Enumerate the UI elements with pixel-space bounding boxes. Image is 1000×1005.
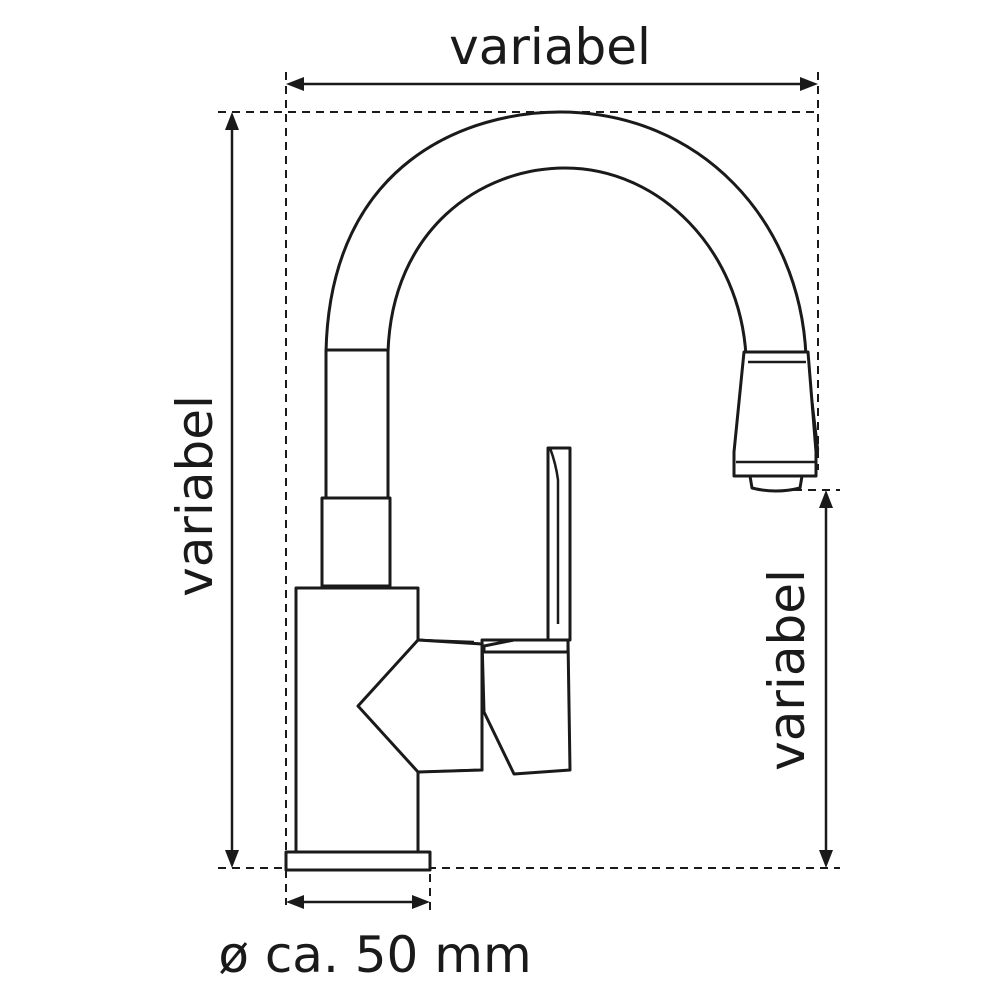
spout-collar	[320, 496, 392, 588]
top-width-dimension: variabel	[286, 18, 818, 91]
lever-base-cap	[482, 638, 570, 654]
base-diameter-dimension: ø ca. 50 mm	[218, 895, 532, 984]
left-height-dimension: variabel	[166, 112, 239, 868]
spout-outer-edge	[324, 110, 808, 358]
aerator-tip	[748, 474, 804, 493]
lever-housing	[480, 638, 572, 776]
base-plate	[284, 850, 432, 872]
spout-inner-edge	[386, 166, 748, 358]
faucet-outline	[284, 110, 820, 872]
base-diameter-label: ø ca. 50 mm	[218, 926, 531, 984]
aerator-head	[732, 350, 818, 478]
spout-height-dimension: variabel	[758, 490, 833, 868]
spout-neck	[324, 348, 390, 500]
spout-height-label: variabel	[758, 569, 816, 771]
top-width-label: variabel	[449, 18, 651, 76]
left-height-label: variabel	[166, 395, 224, 597]
